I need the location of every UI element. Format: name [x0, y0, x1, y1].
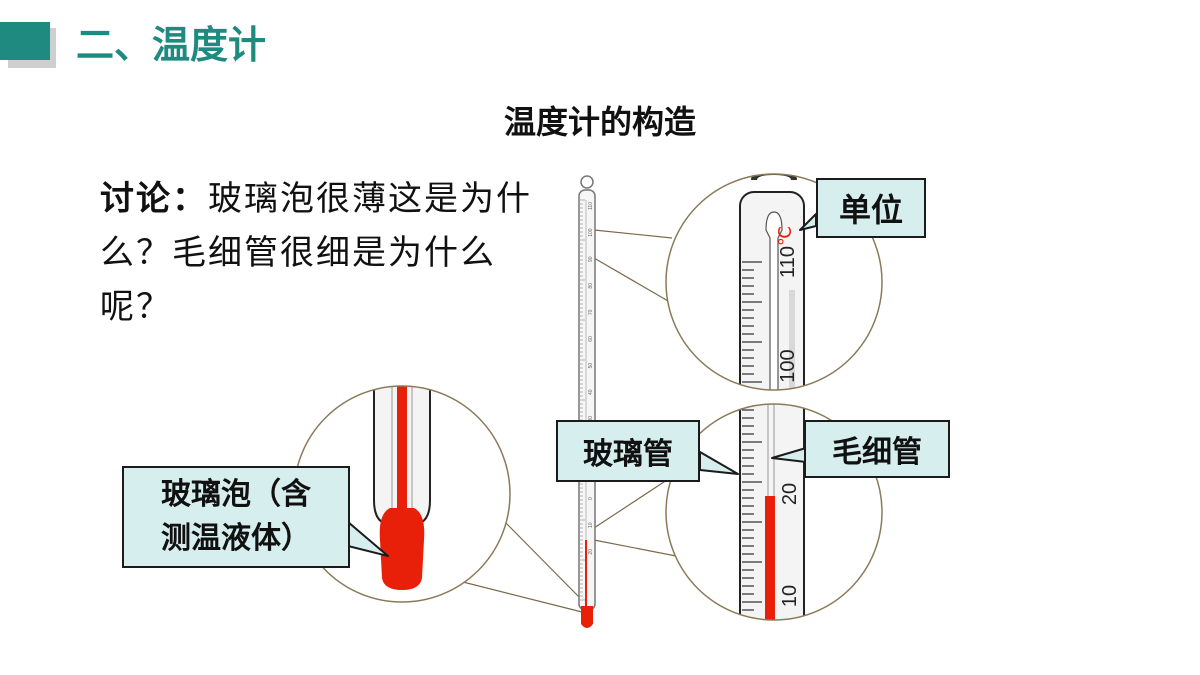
tiny-tick-label: 40 — [588, 389, 594, 395]
scale-label-10: 10 — [779, 585, 801, 607]
bulb-callout: 玻璃泡（含 测温液体） — [122, 466, 350, 568]
leader-bulb-upper — [502, 519, 583, 601]
scale-label-100: 100 — [777, 349, 799, 382]
leader-top-upper — [593, 229, 673, 239]
leader-bottom-lower — [593, 539, 677, 557]
tiny-tick-label: 50 — [588, 363, 594, 369]
slide-heading: 温度计的构造 — [503, 103, 696, 141]
liquid-column-zoom — [765, 496, 775, 620]
leader-bulb-lower — [454, 579, 583, 613]
scale-label-110: 110 — [777, 246, 799, 278]
liquid-bulb — [379, 508, 425, 590]
tiny-tick-label: 90 — [588, 256, 594, 262]
tiny-tick-label: 70 — [588, 309, 594, 315]
zoom-top-border — [665, 173, 883, 391]
discussion-body: 玻璃泡很薄这是为什么？毛细管很细是为什么呢？ — [100, 179, 532, 327]
tiny-tick-label: 80 — [588, 283, 594, 289]
tiny-tick-label: 100 — [588, 228, 594, 237]
scale-label-20: 20 — [779, 483, 801, 505]
tiny-tick-label: 110 — [588, 202, 594, 210]
discussion-label: 讨论： — [100, 179, 208, 219]
glass-tube-callout: 玻璃管 — [556, 420, 700, 482]
capillary-callout: 毛细管 — [804, 420, 950, 478]
units-callout: 单位 — [816, 178, 926, 238]
unit-symbol: ℃ — [775, 226, 795, 246]
leader-lines — [454, 229, 677, 613]
leader-bottom-upper — [593, 477, 671, 529]
bulb-small — [581, 606, 593, 628]
thermometer-full: 11010090807060504030201001020 — [578, 175, 596, 628]
expansion-chamber — [765, 211, 783, 390]
hang-ring — [580, 175, 594, 189]
tiny-tick-label: 30 — [588, 416, 594, 422]
bottom-scale-ticks — [742, 409, 762, 619]
discussion-text: 讨论：玻璃泡很薄这是为什么？毛细管很细是为什么呢？ — [100, 172, 550, 334]
tiny-tick-label: 20 — [588, 549, 594, 555]
section-title: 二、温度计 — [76, 23, 267, 67]
header-accent-square — [0, 22, 50, 60]
liquid-column-bulb-zoom — [397, 386, 407, 510]
zoom-circle-top: 110 ℃ 100 — [665, 173, 883, 391]
zoom-bottom-border — [665, 403, 883, 621]
tiny-tick-label: 60 — [588, 336, 594, 342]
top-scale-ticks — [742, 261, 762, 390]
glass-tube-callout-pointer — [699, 451, 739, 475]
tiny-tick-label: 10 — [588, 522, 594, 528]
scale-strip — [789, 290, 795, 390]
tiny-tick-label: 0 — [588, 497, 594, 500]
leader-top-lower — [593, 257, 676, 306]
